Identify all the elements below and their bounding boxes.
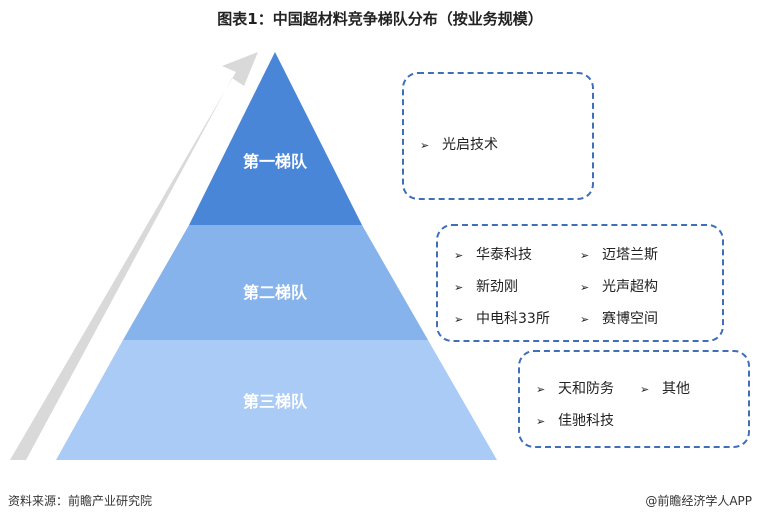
tier-3-label: 第三梯队 <box>243 392 308 411</box>
source-note: 资料来源：前瞻产业研究院 <box>8 494 153 508</box>
list-item: ➢光启技术 <box>420 137 498 153</box>
bullet-arrow-icon: ➢ <box>420 139 430 152</box>
bullet-arrow-icon: ➢ <box>580 249 590 262</box>
tier-3-company-box: ➢天和防务 ➢其他 ➢佳驰科技 <box>518 350 750 448</box>
bullet-arrow-icon: ➢ <box>454 313 464 326</box>
bullet-arrow-icon: ➢ <box>640 383 650 396</box>
list-item: ➢天和防务 <box>536 381 614 397</box>
list-item: ➢迈塔兰斯 <box>580 247 658 263</box>
tier-3-shape <box>56 340 497 460</box>
list-item: ➢中电科33所 <box>454 311 550 327</box>
tier-1-company-box: ➢光启技术 <box>402 72 594 200</box>
list-item: ➢佳驰科技 <box>536 413 614 429</box>
bullet-arrow-icon: ➢ <box>454 281 464 294</box>
pyramid-diagram: 第一梯队 第二梯队 第三梯队 <box>10 52 497 460</box>
bullet-arrow-icon: ➢ <box>454 249 464 262</box>
bullet-arrow-icon: ➢ <box>580 281 590 294</box>
tier-2-shape <box>123 225 428 340</box>
tier-2-company-box: ➢华泰科技 ➢迈塔兰斯 ➢新劲刚 ➢光声超构 ➢中电科33所 ➢赛博空间 <box>436 224 724 342</box>
page-title: 图表1：中国超材料竞争梯队分布（按业务规模） <box>217 10 543 28</box>
list-item: ➢赛博空间 <box>580 311 658 327</box>
list-item: ➢华泰科技 <box>454 247 532 263</box>
bullet-arrow-icon: ➢ <box>536 383 546 396</box>
growth-arrow-icon <box>10 52 258 460</box>
list-item: ➢新劲刚 <box>454 279 518 295</box>
bullet-arrow-icon: ➢ <box>580 313 590 326</box>
tier-2-label: 第二梯队 <box>243 283 308 302</box>
tier-1-shape <box>189 52 362 225</box>
list-item: ➢光声超构 <box>580 279 658 295</box>
list-item: ➢其他 <box>640 381 690 397</box>
bullet-arrow-icon: ➢ <box>536 415 546 428</box>
brand-credit: @前瞻经济学人APP <box>645 494 752 508</box>
tier-1-label: 第一梯队 <box>243 152 308 171</box>
